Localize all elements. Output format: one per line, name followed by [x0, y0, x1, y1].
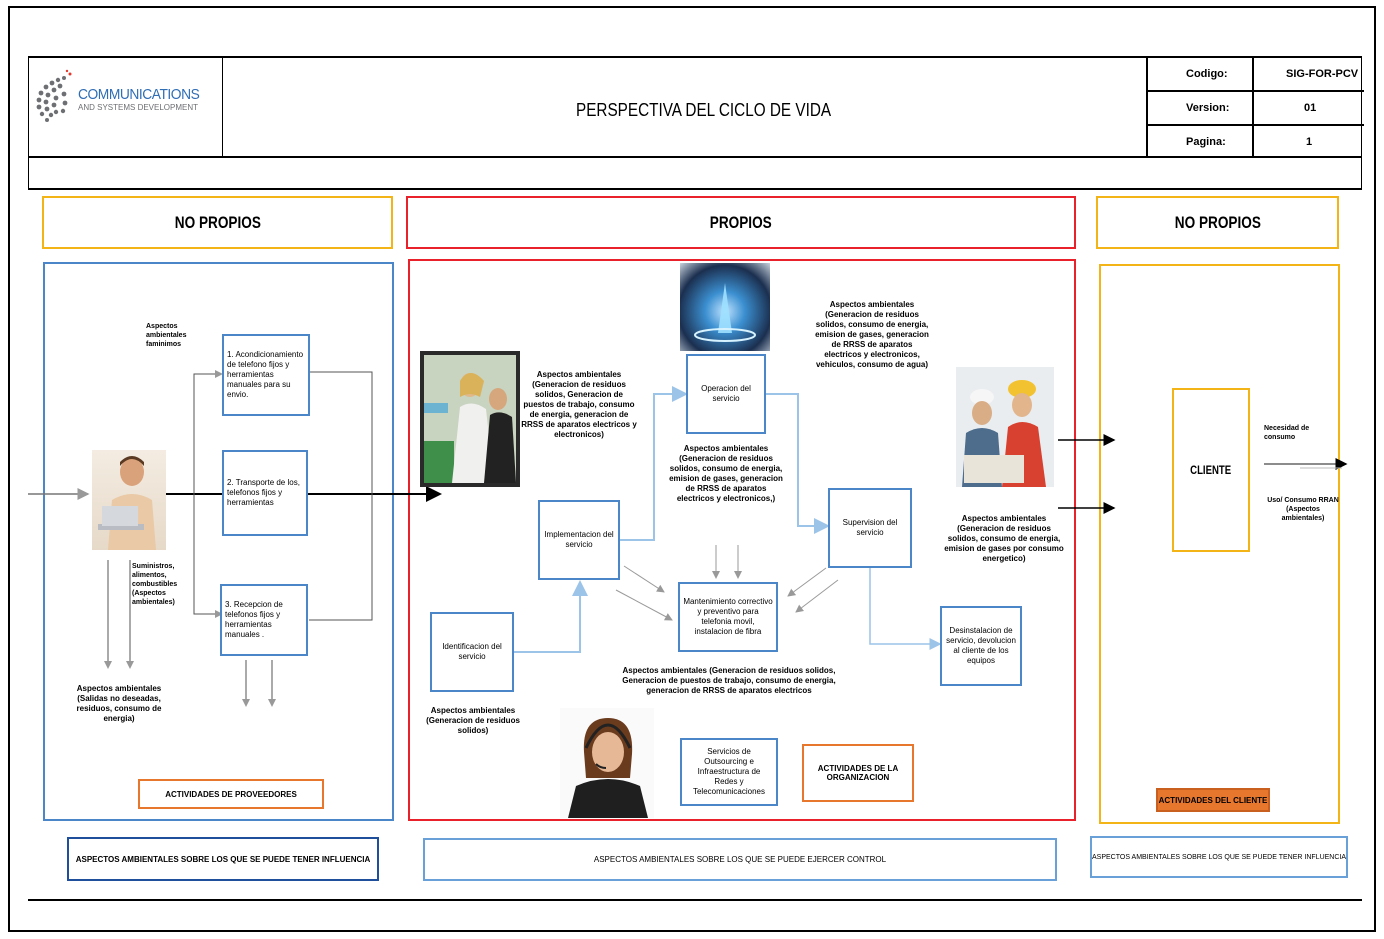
meta-label-page: Pagina: [1186, 136, 1226, 148]
lane-header-right: NO PROPIOS [1096, 196, 1339, 249]
lane-header-center: PROPIOS [406, 196, 1076, 249]
workers-image [420, 351, 520, 487]
meta-col-line [1252, 58, 1254, 156]
logo-sub-text: AND SYSTEMS DEVELOPMENT [78, 103, 199, 112]
center-aspects-right: Aspectos ambientales (Generacion de resi… [944, 514, 1064, 563]
network-image [680, 263, 770, 351]
cliente-label: CLIENTE [1190, 463, 1232, 477]
lane-header-center-label: PROPIOS [710, 212, 772, 232]
person-laptop-icon [98, 456, 156, 550]
implementacion-servicio-box: Implementacion del servicio [538, 500, 620, 580]
workers-icon [424, 355, 516, 483]
left-footer-box: ASPECTOS AMBIENTALES SOBRE LOS QUE SE PU… [67, 837, 379, 881]
operacion-servicio-box: Operacion del servicio [686, 354, 766, 434]
left-step-3-box: 3. Recepcion de telefonos fijos y herram… [220, 584, 308, 656]
center-aspects-bottom: Aspectos ambientales (Generacion de resi… [622, 666, 836, 695]
header-sub-line [28, 188, 1362, 190]
desinstalacion-box: Desinstalacion de servicio, devolucion a… [940, 606, 1022, 686]
center-aspects-top-right: Aspectos ambientales (Generacion de resi… [815, 300, 929, 369]
left-supplies-label: Suministros, alimentos, combustibles (As… [132, 563, 178, 606]
mantenimiento-box: Mantenimiento correctivo y preventivo pa… [678, 582, 778, 652]
page-title: PERSPECTIVA DEL CICLO DE VIDA [576, 100, 832, 120]
lane-body-left [43, 262, 394, 821]
left-step-2-box: 2. Transporte de los, telefonos fijos y … [222, 450, 308, 536]
meta-label-code: Codigo: [1186, 68, 1228, 80]
supervision-servicio-box: Supervision del servicio [828, 488, 912, 568]
center-activities-badge: ACTIVIDADES DE LA ORGANIZACION [802, 744, 914, 802]
lane-header-left-label: NO PROPIOS [174, 212, 261, 232]
person-laptop-image [92, 450, 166, 550]
right-activities-badge: ACTIVIDADES DEL CLIENTE [1156, 788, 1270, 812]
left-aspects-bottom: Aspectos ambientales (Salidas no deseada… [76, 684, 162, 723]
identificacion-servicio-box: Identificacion del servicio [430, 612, 514, 692]
bottom-rule [28, 899, 1362, 901]
meta-table: Codigo: SIG-FOR-PCV Version: 01 Pagina: … [1146, 58, 1364, 156]
lane-header-left: NO PROPIOS [42, 196, 393, 249]
company-logo: COMMUNICATIONS AND SYSTEMS DEVELOPMENT [34, 66, 214, 136]
header-top-line [28, 56, 1362, 58]
header-bottom-line [28, 156, 1362, 158]
engineers-image [956, 367, 1054, 487]
header-right-border [1361, 56, 1362, 190]
left-step-1-box: 1. Acondicionamiento de telefono fijos y… [222, 334, 310, 416]
right-need-label: Necesidad de consumo [1264, 425, 1310, 441]
cliente-box: CLIENTE [1172, 388, 1250, 552]
right-use-label: Uso/ Consumo RRAN (Aspectos ambientales) [1267, 497, 1339, 522]
meta-label-version: Version: [1186, 102, 1230, 114]
meta-value-page: 1 [1306, 136, 1313, 148]
lane-header-right-label: NO PROPIOS [1174, 212, 1261, 232]
logo-divider [222, 56, 223, 156]
right-footer-box: ASPECTOS AMBIENTALES SOBRE LOS QUE SE PU… [1090, 836, 1348, 878]
header-left-border [28, 56, 29, 190]
meta-row-line-1 [1148, 90, 1364, 92]
page-frame [8, 6, 1376, 932]
meta-row-line-2 [1148, 124, 1364, 126]
lane-body-center [408, 259, 1076, 821]
meta-value-version: 01 [1304, 102, 1317, 114]
call-agent-icon [568, 718, 648, 818]
center-aspects-ident: Aspectos ambientales (Generacion de resi… [426, 706, 520, 735]
left-aspects-top: Aspectos ambientales faminimos [146, 323, 187, 348]
engineers-icon [962, 380, 1046, 487]
logo-main-text: COMMUNICATIONS [78, 86, 200, 103]
outsourcing-box: Servicios de Outsourcing e Infraestructu… [680, 738, 778, 806]
logo-globe-icon [36, 69, 72, 122]
left-activities-badge: ACTIVIDADES DE PROVEEDORES [138, 779, 324, 809]
network-tower-icon [694, 283, 756, 342]
call-agent-image [560, 708, 654, 818]
center-footer-box: ASPECTOS AMBIENTALES SOBRE LOS QUE SE PU… [423, 838, 1057, 881]
center-aspects-mid: Aspectos ambientales (Generacion de resi… [669, 444, 783, 503]
lane-body-right [1099, 264, 1340, 824]
meta-value-code: SIG-FOR-PCV [1286, 68, 1359, 80]
center-aspects-left: Aspectos ambientales (Generacion de resi… [521, 370, 637, 439]
